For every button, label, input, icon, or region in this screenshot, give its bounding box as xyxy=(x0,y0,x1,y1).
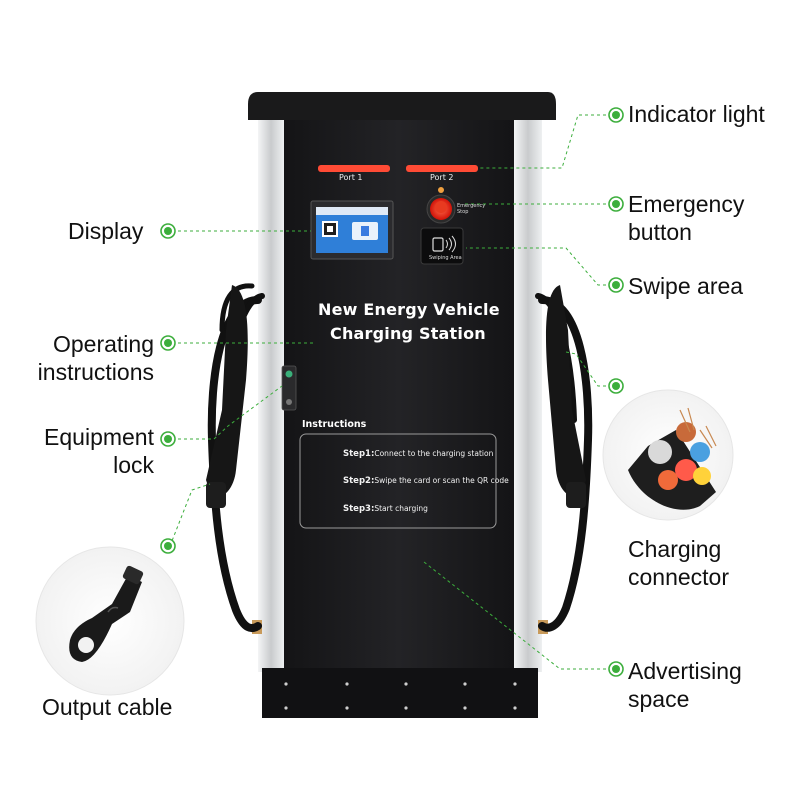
dot-swipe-area xyxy=(608,277,624,293)
dot-equipment-lock xyxy=(160,431,176,447)
charging-gun-icon xyxy=(69,565,144,662)
left-frame xyxy=(258,120,284,672)
dot-display xyxy=(160,223,176,239)
dot-output-cable xyxy=(160,538,176,554)
dot-operating-instructions xyxy=(160,335,176,351)
output-cable-inset xyxy=(35,546,185,696)
charging-connector-inset xyxy=(602,389,734,521)
rfid-swipe-pad-icon xyxy=(420,227,464,265)
instruction-step-2: Step2:Swipe the card or scan the QR code xyxy=(343,476,509,486)
instruction-step-1: Step1:Connect to the charging station xyxy=(343,449,494,459)
indicator-light-port2 xyxy=(406,165,478,172)
callout-swipe-area: Swipe area xyxy=(628,273,744,299)
dot-emergency-button xyxy=(608,196,624,212)
station-title-line1: New Energy Vehicle xyxy=(318,300,500,319)
instructions-box xyxy=(299,433,497,529)
instruction-step-3: Step3:Start charging xyxy=(343,504,428,514)
dot-indicator-light xyxy=(608,107,624,123)
instructions-heading: Instructions xyxy=(302,419,367,430)
emergency-stop-label: Emergency Stop xyxy=(457,203,486,215)
indicator-light-port1 xyxy=(318,165,390,172)
callout-emergency-button: Emergency button xyxy=(628,191,745,245)
callout-dots xyxy=(160,107,624,677)
left-charging-gun-icon xyxy=(206,285,248,508)
callout-operating-instructions: Operating instructions xyxy=(37,331,154,385)
right-charging-gun-icon xyxy=(545,285,586,508)
callout-output-cable: Output cable xyxy=(42,694,173,720)
port1-label: Port 1 xyxy=(339,173,363,182)
callout-indicator-light: Indicator light xyxy=(628,101,765,127)
leader-lines xyxy=(169,114,612,670)
station-top-cap xyxy=(248,92,556,120)
door-lock-icon xyxy=(281,365,297,411)
station-base xyxy=(262,668,538,718)
right-frame xyxy=(514,120,542,672)
dot-advertising-space xyxy=(608,661,624,677)
station-title-line2: Charging Station xyxy=(330,324,486,343)
callout-advertising-space: Advertising space xyxy=(628,658,742,712)
dot-charging-connector xyxy=(608,378,624,394)
callout-equipment-lock: Equipment lock xyxy=(44,424,154,478)
callout-display: Display xyxy=(68,218,144,244)
emergency-stop-button-icon xyxy=(426,194,456,224)
charging-station-icon xyxy=(248,92,556,718)
port2-label: Port 2 xyxy=(430,173,454,182)
power-cable-icon xyxy=(628,407,717,510)
swipe-pad-label: Swiping Area xyxy=(429,255,462,261)
callout-charging-connector: Charging connector xyxy=(628,536,730,590)
